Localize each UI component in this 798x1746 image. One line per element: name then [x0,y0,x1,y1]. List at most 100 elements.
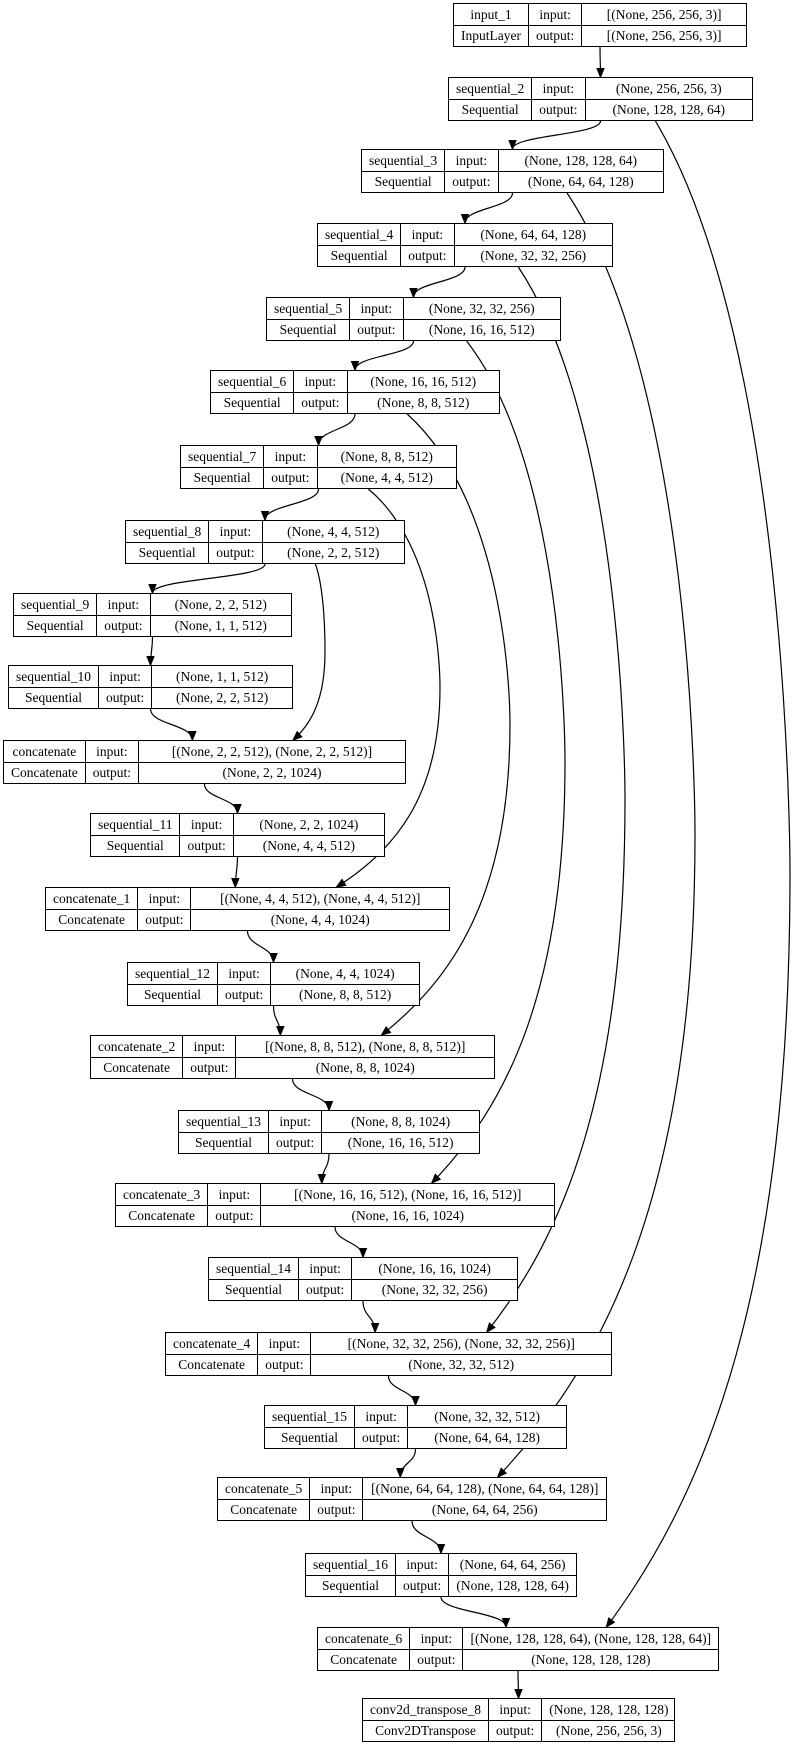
output-label: output: [400,245,454,266]
edge-sequential_3-to-sequential_4 [460,192,514,225]
edge-sequential_13-to-concatenate_3 [317,1153,330,1185]
layer-type: Conv2DTranspose [363,1720,488,1741]
layer-type: Sequential [9,687,98,708]
layer-type: Sequential [126,542,209,563]
input-label: input: [297,1258,351,1279]
layer-name: sequential_3 [369,152,438,168]
layer-name: sequential_2 [456,80,525,96]
layer-name: sequential_14 [216,1260,291,1276]
input-shape-value: (None, 256, 256, 3) [584,78,753,99]
edge-concatenate_5-to-sequential_16 [411,1520,446,1555]
input-label: input: [257,1333,310,1354]
output-shape-value: (None, 16, 16, 512) [402,319,560,340]
input-label: input: [527,4,581,25]
input-label: input: [216,963,270,984]
input-shape-value: (None, 16, 16, 512) [346,371,500,392]
layer-type: Concatenate [46,909,138,930]
edge-sequential_10-to-concatenate [149,708,197,742]
output-label: output: [96,615,150,636]
layer-type: Sequential [91,835,180,856]
input-shape-value: (None, 128, 128, 64) [497,150,664,171]
output-label: output: [531,99,585,120]
layer-name: conv2d_transpose_8 [370,1701,481,1717]
output-label: output: [84,762,138,783]
output-label: output: [444,171,498,192]
edge-sequential_9-to-sequential_10 [146,636,155,667]
layer-name: sequential_9 [21,596,90,612]
output-shape-value: (None, 4, 4, 512) [232,835,384,856]
layer-name: concatenate [12,743,77,759]
layer-name: sequential_13 [186,1113,261,1129]
layer-name: sequential_4 [325,226,394,242]
output-label: output: [179,835,233,856]
output-shape-value: (None, 4, 4, 1024) [190,909,449,930]
layer-node-concatenate_1: concatenate_1 input: [(None, 4, 4, 512),… [45,887,450,931]
input-shape-value: (None, 32, 32, 512) [407,1406,566,1427]
output-shape-value: (None, 4, 4, 512) [316,467,456,488]
edge-sequential_11-to-concatenate_1 [231,856,240,889]
layer-name: concatenate_5 [225,1480,303,1496]
edge-concatenate_1-to-sequential_12 [246,930,278,964]
input-shape-value: [(None, 32, 32, 256), (None, 32, 32, 256… [310,1333,611,1354]
layer-node-concatenate_2: concatenate_2 input: [(None, 8, 8, 512),… [90,1035,495,1079]
output-label: output: [208,542,262,563]
input-label: input: [182,1036,235,1057]
layer-type: Sequential [179,1132,268,1153]
output-shape-value: [(None, 256, 256, 3)] [581,25,746,46]
output-label: output: [182,1057,236,1078]
input-shape-value: (None, 16, 16, 1024) [351,1258,517,1279]
layer-name: sequential_15 [272,1408,347,1424]
output-label: output: [487,1720,542,1741]
layer-name: sequential_6 [218,373,287,389]
output-shape-value: (None, 128, 128, 64) [584,99,752,120]
output-label: output: [349,319,403,340]
edge-sequential_15-to-concatenate_5 [395,1448,417,1479]
input-shape-value: (None, 32, 32, 256) [402,298,561,319]
input-shape-value: (None, 2, 2, 512) [149,594,292,615]
output-label: output: [297,1279,352,1300]
output-label: output: [267,1132,322,1153]
input-shape-value: (None, 128, 128, 128) [541,1699,675,1720]
output-shape-value: (None, 1, 1, 512) [149,615,291,636]
layer-type: Concatenate [4,762,85,783]
edge-sequential_3-to-concatenate_5 [496,192,696,1479]
layer-node-sequential_9: sequential_9 input: (None, 2, 2, 512) Se… [13,593,292,637]
output-shape-value: (None, 8, 8, 1024) [235,1057,494,1078]
layer-type: Concatenate [318,1649,410,1670]
layer-node-sequential_6: sequential_6 input: (None, 16, 16, 512) … [210,370,500,414]
input-label: input: [179,814,232,835]
output-label: output: [409,1649,463,1670]
input-shape-value: (None, 64, 64, 128) [453,224,613,245]
layer-type: Concatenate [91,1057,183,1078]
layer-type: Concatenate [116,1205,208,1226]
layer-type: Sequential [267,319,350,340]
input-label: input: [400,224,453,245]
layer-type: Sequential [318,245,401,266]
layer-node-concatenate_5: concatenate_5 input: [(None, 64, 64, 128… [217,1477,607,1521]
edge-sequential_14-to-concatenate_4 [362,1300,380,1334]
input-shape-value: [(None, 8, 8, 512), (None, 8, 8, 512)] [235,1036,494,1057]
output-label: output: [293,392,347,413]
output-shape-value: (None, 64, 64, 256) [362,1499,606,1520]
edge-sequential_6-to-sequential_7 [314,413,356,447]
layer-name: input_1 [470,6,512,22]
layer-node-sequential_16: sequential_16 input: (None, 64, 64, 256)… [305,1553,577,1597]
edge-sequential_4-to-concatenate_4 [485,266,626,1334]
layer-type: Concatenate [218,1499,310,1520]
layer-node-concatenate_6: concatenate_6 input: [(None, 128, 128, 6… [317,1627,719,1671]
layer-node-sequential_14: sequential_14 input: (None, 16, 16, 1024… [208,1257,518,1301]
output-shape-value: (None, 2, 2, 1024) [137,762,405,783]
input-label: input: [353,1406,407,1427]
input-shape-value: (None, 8, 8, 512) [316,446,457,467]
input-label: input: [137,888,190,909]
input-shape-value: (None, 4, 4, 1024) [270,963,419,984]
layer-name: sequential_10 [16,668,91,684]
output-shape-value: (None, 8, 8, 512) [346,392,499,413]
layer-node-conv2d_transpose_8: conv2d_transpose_8 input: (None, 128, 12… [362,1698,676,1742]
layer-node-sequential_12: sequential_12 input: (None, 4, 4, 1024) … [127,962,420,1006]
input-label: input: [84,741,138,762]
output-shape-value: (None, 32, 32, 256) [453,245,612,266]
layer-type: Sequential [181,467,264,488]
output-label: output: [527,25,582,46]
edge-sequential_4-to-sequential_5 [409,266,466,299]
